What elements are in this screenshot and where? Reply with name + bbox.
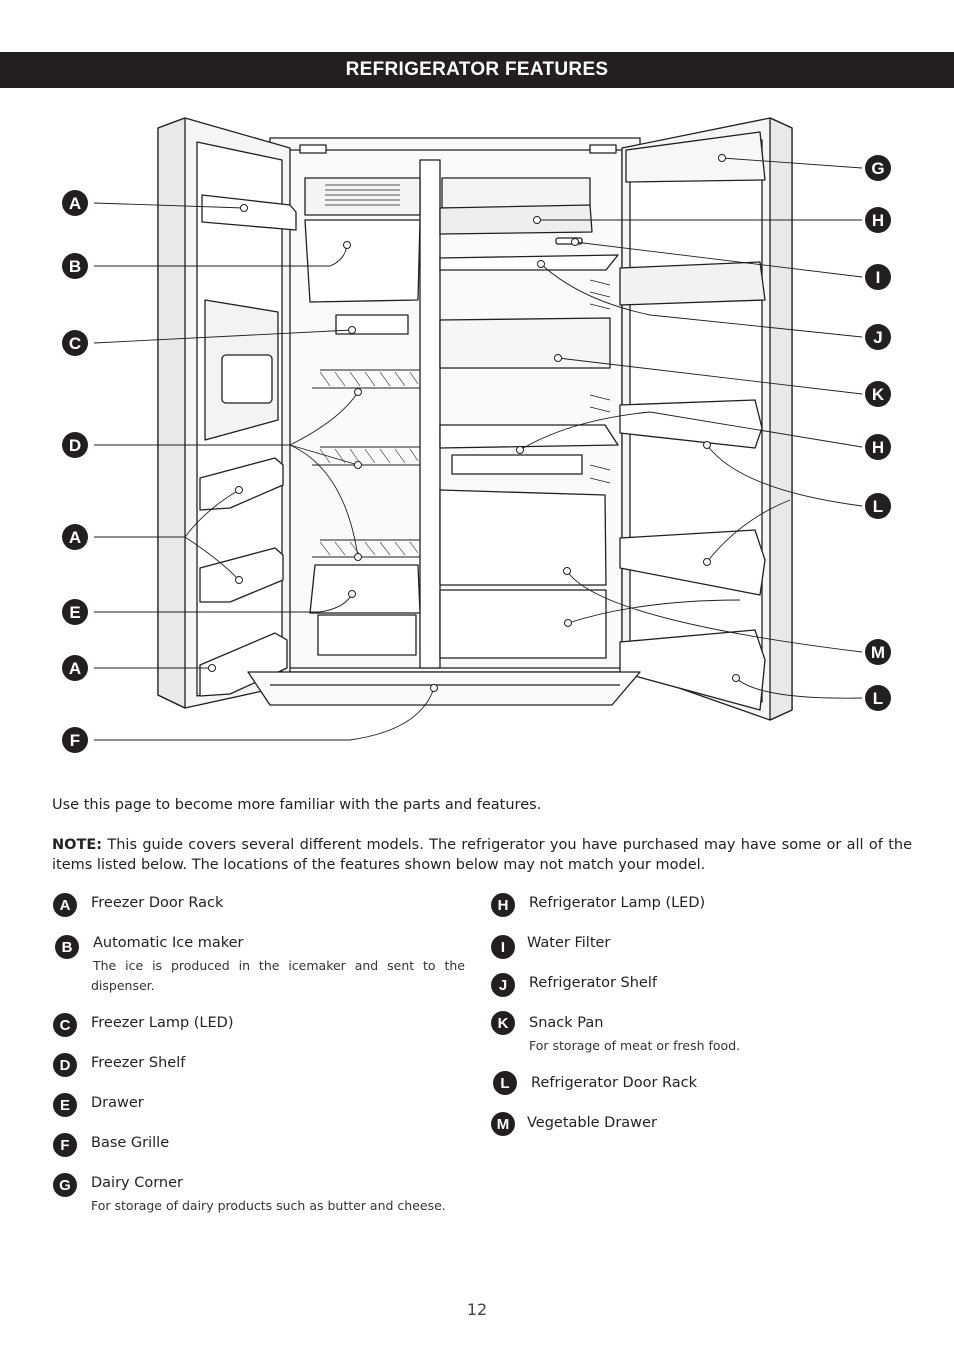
page-number: 12: [466, 1300, 488, 1319]
svg-text:F: F: [70, 731, 80, 750]
svg-text:K: K: [872, 385, 885, 404]
legend-badge-d: D: [53, 1053, 77, 1077]
callout-l-1: L: [865, 493, 891, 519]
callout-a-3: A: [62, 655, 88, 681]
legend-label-vegetable-drawer: Vegetable Drawer: [527, 1115, 657, 1131]
svg-text:H: H: [872, 438, 884, 457]
callout-i: I: [865, 264, 891, 290]
legend-label-base-grille: Base Grille: [91, 1135, 170, 1151]
legend-badge-a: A: [53, 893, 77, 917]
refrigerator-body: [157, 117, 793, 721]
callout-f: F: [62, 727, 88, 753]
callout-m: M: [865, 639, 891, 665]
legend-label-freezer-lamp: Freezer Lamp (LED): [91, 1015, 234, 1031]
legend-desc-dairy-corner: For storage of dairy products such as bu…: [91, 1198, 446, 1213]
svg-text:G: G: [871, 159, 884, 178]
callout-j: J: [865, 324, 891, 350]
note-text: This guide covers several different mode…: [52, 837, 912, 873]
legend-badge-i: I: [491, 935, 515, 959]
callout-d: D: [62, 432, 88, 458]
refrigerator-diagram: A B C D A E A F G H I J K H L M L: [62, 117, 891, 753]
callout-h-2: H: [865, 434, 891, 460]
page-title: REFRIGERATOR FEATURES: [0, 52, 954, 88]
leader-lines: [93, 157, 863, 741]
svg-text:L: L: [873, 497, 883, 516]
callout-e: E: [62, 599, 88, 625]
svg-text:C: C: [69, 334, 81, 353]
legend-label-refrigerator-shelf: Refrigerator Shelf: [529, 975, 657, 991]
legend-label-refrigerator-lamp: Refrigerator Lamp (LED): [529, 895, 706, 911]
callout-g: G: [865, 155, 891, 181]
callout-h-1: H: [865, 207, 891, 233]
legend-badge-j: J: [491, 973, 515, 997]
svg-text:A: A: [69, 194, 81, 213]
svg-text:A: A: [69, 659, 81, 678]
legend-label-snack-pan: Snack Pan: [529, 1015, 604, 1031]
svg-text:E: E: [69, 603, 80, 622]
legend-badge-g: G: [53, 1173, 77, 1197]
svg-text:I: I: [876, 268, 881, 287]
note-paragraph: NOTE: This guide covers several differen…: [52, 835, 912, 875]
legend-badge-e: E: [53, 1093, 77, 1117]
legend-badge-m: M: [491, 1112, 515, 1136]
legend-badge-c: C: [53, 1013, 77, 1037]
svg-text:H: H: [872, 211, 884, 230]
callout-l-2: L: [865, 685, 891, 711]
svg-text:M: M: [871, 643, 885, 662]
svg-text:A: A: [69, 528, 81, 547]
note-label: NOTE:: [52, 837, 103, 853]
callout-k: K: [865, 381, 891, 407]
legend-label-refrigerator-door-rack: Refrigerator Door Rack: [531, 1075, 698, 1091]
callouts-left: A B C D A E A F: [62, 190, 88, 753]
legend-badge-l: L: [493, 1071, 517, 1095]
legend-label-automatic-ice-maker: Automatic Ice maker: [93, 935, 244, 951]
legend-label-freezer-shelf: Freezer Shelf: [91, 1055, 186, 1071]
intro-text: Use this page to become more familiar wi…: [52, 797, 542, 813]
callout-c: C: [62, 330, 88, 356]
legend-desc-automatic-ice-maker: The ice is produced in the icemaker and …: [91, 958, 465, 993]
legend-label-dairy-corner: Dairy Corner: [91, 1175, 184, 1191]
legend-label-drawer: Drawer: [91, 1095, 144, 1111]
svg-text:B: B: [69, 257, 81, 276]
callouts-right: G H I J K H L M L: [865, 155, 891, 711]
svg-text:J: J: [873, 328, 882, 347]
legend-badge-b: B: [55, 935, 79, 959]
callout-a-2: A: [62, 524, 88, 550]
callout-a-1: A: [62, 190, 88, 216]
legend-badge-h: H: [491, 893, 515, 917]
svg-text:D: D: [69, 436, 81, 455]
legend-label-freezer-door-rack: Freezer Door Rack: [91, 895, 224, 911]
svg-text:L: L: [873, 689, 883, 708]
legend-desc-snack-pan: For storage of meat or fresh food.: [529, 1038, 741, 1053]
legend-label-water-filter: Water Filter: [527, 935, 611, 951]
legend-badge-k: K: [491, 1011, 515, 1035]
legend-badge-f: F: [53, 1133, 77, 1157]
callout-b: B: [62, 253, 88, 279]
leader-dots: [208, 154, 740, 692]
